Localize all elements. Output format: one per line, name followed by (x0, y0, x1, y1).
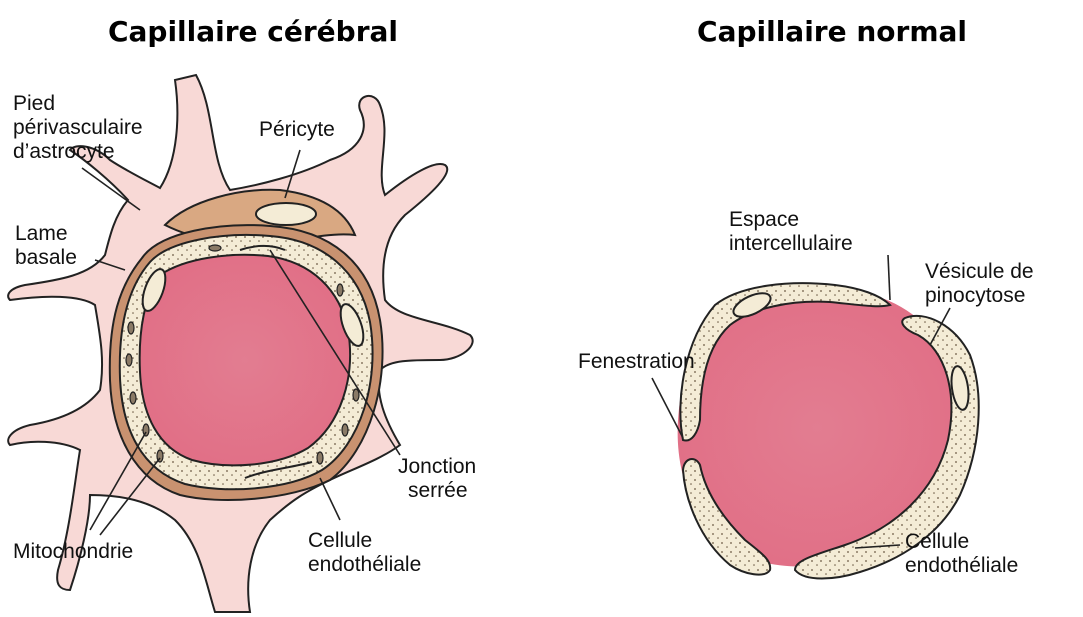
leader-fenestration (652, 378, 683, 438)
label-pied-2: périvasculaire (13, 116, 143, 139)
mitochondrion (130, 392, 136, 404)
label-cellule-left-1: Cellule (308, 529, 372, 552)
mitochondrion (337, 284, 343, 296)
label-jonction-2: serrée (408, 479, 468, 502)
mitochondrion (209, 245, 221, 251)
label-espace-1: Espace (729, 208, 799, 231)
mitochondrion (126, 354, 132, 366)
mitochondrion (353, 389, 359, 401)
label-jonction-1: Jonction (398, 455, 476, 478)
label-cellule-right-2: endothéliale (905, 554, 1018, 577)
pericyte-nucleus (256, 203, 316, 225)
cerebral-lumen (140, 255, 350, 466)
mitochondrion (317, 452, 323, 464)
title-cerebral-capillary: Capillaire cérébral (108, 15, 398, 48)
label-espace-2: intercellulaire (729, 232, 853, 255)
label-vesicule-1: Vésicule de (925, 260, 1034, 283)
label-lame-1: Lame (15, 222, 68, 245)
label-cellule-right-1: Cellule (905, 530, 969, 553)
leader-espace (888, 255, 890, 300)
label-pied-1: Pied (13, 92, 55, 115)
label-mitochondrie: Mitochondrie (13, 540, 133, 563)
title-normal-capillary: Capillaire normal (697, 15, 967, 48)
label-pied-3: d’astrocyte (13, 140, 115, 163)
label-lame-2: basale (15, 246, 77, 269)
normal-capillary: Espace intercellulaire Vésicule de pinoc… (578, 208, 1034, 579)
label-pericyte: Péricyte (259, 118, 335, 141)
label-vesicule-2: pinocytose (925, 284, 1025, 307)
cerebral-capillary: Pied périvasculaire d’astrocyte Péricyte… (8, 75, 476, 612)
mitochondrion (342, 424, 348, 436)
label-cellule-left-2: endothéliale (308, 553, 421, 576)
label-fenestration: Fenestration (578, 350, 695, 373)
mitochondrion (128, 322, 134, 334)
leader-cellule-left (320, 478, 340, 520)
